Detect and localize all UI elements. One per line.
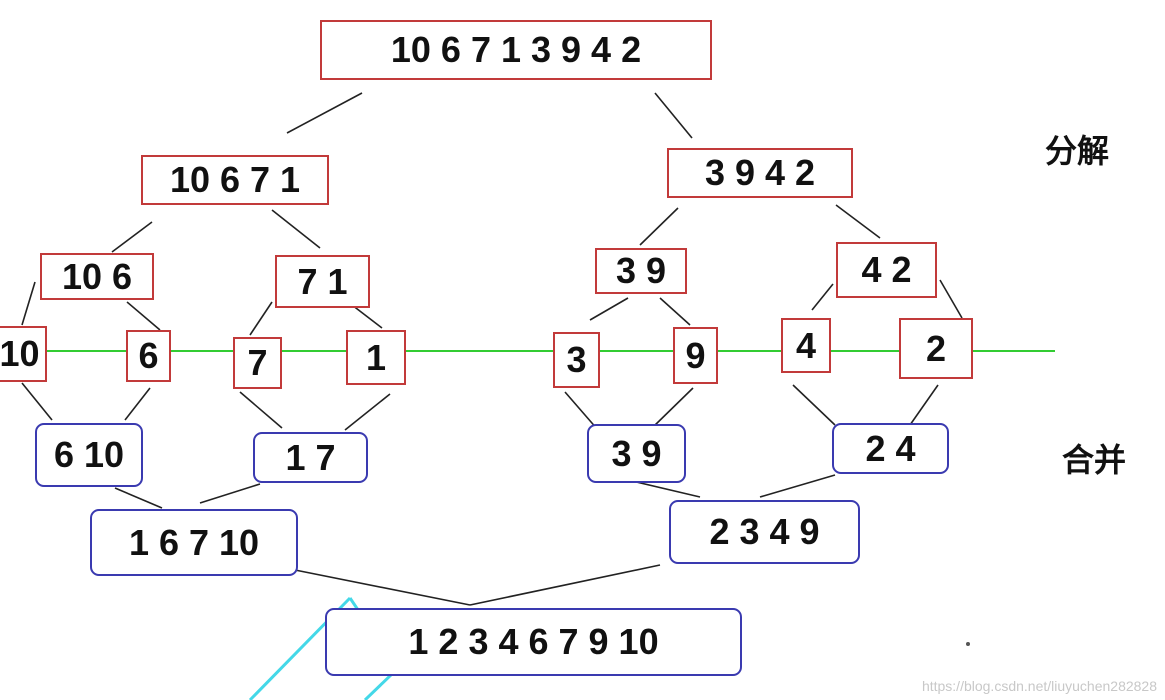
merge-l2-box-left: 1 6 7 10 bbox=[90, 509, 298, 576]
merge-l1-box-3: 3 9 bbox=[587, 424, 686, 483]
merge-result-box: 1 2 3 4 6 7 9 10 bbox=[325, 608, 742, 676]
split-leaf-box-6: 9 bbox=[673, 327, 718, 384]
merge-l1-box-2: 1 7 bbox=[253, 432, 368, 483]
split-l2-box-1: 10 6 bbox=[40, 253, 154, 300]
split-l2-box-3: 3 9 bbox=[595, 248, 687, 294]
merge-label: 合并 bbox=[1062, 441, 1127, 479]
merge-l1-box-4: 2 4 bbox=[832, 423, 949, 474]
split-l1-box-left: 10 6 7 1 bbox=[141, 155, 329, 205]
merge-l1-box-1: 6 10 bbox=[35, 423, 143, 487]
split-leaf-box-2: 6 bbox=[126, 330, 171, 382]
merge-l2-box-right: 2 3 4 9 bbox=[669, 500, 860, 564]
split-leaf-box-3: 7 bbox=[233, 337, 282, 389]
watermark: https://blog.csdn.net/liuyuchen282828 bbox=[921, 678, 1157, 694]
split-edges bbox=[21, 92, 963, 336]
split-leaf-box-4: 1 bbox=[346, 330, 406, 385]
split-root-box: 10 6 7 1 3 9 4 2 bbox=[320, 20, 712, 80]
split-l1-box-right: 3 9 4 2 bbox=[667, 148, 853, 198]
split-leaf-box-1: 10 bbox=[0, 326, 47, 382]
split-l2-box-4: 4 2 bbox=[836, 242, 937, 298]
split-leaf-box-8: 2 bbox=[899, 318, 973, 379]
split-leaf-box-5: 3 bbox=[553, 332, 600, 388]
split-leaf-box-7: 4 bbox=[781, 318, 831, 373]
merge-edges bbox=[21, 382, 939, 606]
split-l2-box-2: 7 1 bbox=[275, 255, 370, 308]
decompose-label: 分解 bbox=[1045, 132, 1110, 170]
stray-dot bbox=[966, 642, 970, 646]
